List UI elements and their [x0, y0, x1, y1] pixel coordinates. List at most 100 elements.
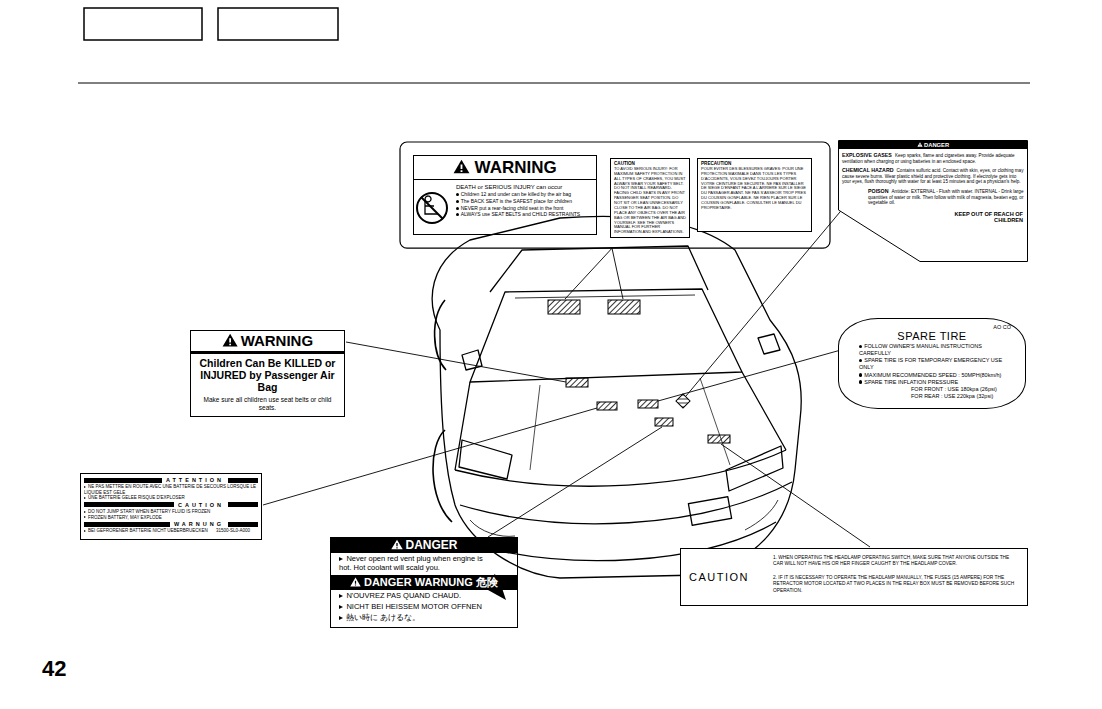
label-text: TO AVOID SERIOUS INJURY: FOR MAXIMUM SAF… — [614, 166, 686, 234]
text-row: EXPLOSIVE GASESKeep sparks, flame and ci… — [838, 151, 1028, 166]
text-row: POUR EVITER DES BLESSURES GRAVES: POUR U… — [701, 167, 808, 211]
car-drawing — [432, 216, 801, 578]
label-text: KEEP OUT OF REACH OF CHILDREN — [954, 211, 1023, 224]
label-text: 熱い時に あけるな。 — [339, 613, 420, 622]
text-row: TO AVOID SERIOUS INJURY: FOR MAXIMUM SAF… — [614, 167, 686, 235]
caution-panel: PRECAUTIONPOUR EVITER DES BLESSURES GRAV… — [697, 158, 812, 232]
rule-line — [78, 83, 1030, 84]
label-heading: DANGER — [391, 538, 458, 552]
label-marker — [655, 418, 673, 426]
text-row: WARNING — [191, 331, 344, 354]
text-row: N'OUVREZ PAS QUAND CHAUD. — [331, 590, 517, 601]
label-text: DO NOT JUMP START WHEN BATTERY FLUID IS … — [84, 509, 210, 514]
label-marker — [638, 400, 658, 408]
license-plate — [688, 497, 731, 526]
label-marker — [608, 300, 640, 314]
label-text: CHEMICAL HAZARD — [842, 167, 894, 173]
side-mirror — [462, 350, 482, 370]
hood-line — [530, 378, 730, 470]
label-text: Make sure all children use seat belts or… — [204, 396, 332, 411]
label-outline — [839, 141, 1028, 262]
text-row: DANGER — [331, 538, 517, 553]
label-heading: DANGER — [917, 142, 949, 148]
label-text: NEVER put a rear-facing child seat in th… — [456, 205, 563, 211]
label-text: Antidote: EXTERNAL - Flush with water. I… — [868, 189, 1023, 205]
header-tab — [84, 8, 202, 40]
airbag-warning-label: WARNINGChildren Can Be KILLED or INJURED… — [190, 330, 345, 417]
text-row: FOR FRONT : USE 180kpa (26psi) — [859, 386, 1005, 393]
windshield-trim — [515, 295, 695, 298]
text-row: CAUTION — [84, 501, 258, 509]
hood-edge — [455, 372, 786, 470]
label-text: FOLLOW OWNER'S MANUAL INSTRUCTIONS CAREF… — [859, 343, 982, 356]
label-text: Never open red vent plug when engine is … — [339, 554, 483, 572]
label-text: MAXIMUM RECOMMENDED SPEED : 50MPH(80km/h… — [859, 372, 1001, 378]
wheel-arch — [433, 430, 452, 522]
caution-panel: CAUTIONTO AVOID SERIOUS INJURY: FOR MAXI… — [610, 158, 690, 238]
no-child-seat-icon — [417, 193, 447, 223]
label-text: DEATH or SERIOUS INJURY can occur — [456, 184, 562, 190]
label-marker — [548, 300, 730, 443]
label-marker — [597, 402, 617, 410]
text-row: DANGER WARNUNG 危険 — [331, 575, 517, 590]
text-row: 1. WHEN OPERATING THE HEADLAMP OPERATING… — [769, 554, 1019, 574]
text-row: Never open red vent plug when engine is … — [331, 553, 517, 573]
label-frame — [400, 142, 830, 248]
text-row: DANGER — [839, 141, 1027, 149]
label-marker — [566, 378, 588, 387]
label-heading: WARNING — [453, 158, 556, 177]
label-text: FOR REAR : USE 220kpa (32psi) — [911, 393, 993, 399]
text-row: AO CO — [859, 324, 1011, 330]
label-text: SPARE TIRE — [897, 330, 966, 342]
label-text: EXPLOSIVE GASES — [842, 152, 892, 158]
label-text: WARNUNG — [174, 520, 224, 528]
label-heading: CAUTION — [614, 161, 635, 166]
label-text: NICHT BEI HEISSEM MOTOR OFFNEN — [339, 602, 482, 611]
label-text: ALWAYS use SEAT BELTS and CHILD RESTRAIN… — [456, 211, 580, 217]
text-row: CAUTION — [689, 571, 769, 583]
text-row: 熱い時に あけるな。 — [331, 612, 517, 623]
label-marker — [676, 394, 690, 408]
no-child-seat-icon — [421, 197, 443, 219]
label-text: POUR EVITER DES BLESSURES GRAVES: POUR U… — [701, 166, 806, 210]
text-row: DO NOT JUMP START WHEN BATTERY FLUID IS … — [84, 509, 258, 515]
label-text: CAUTION — [178, 501, 224, 509]
text-row: BEI GEFRORENER BATTERIE NICHT UEBERBRUEC… — [84, 528, 258, 534]
text-row: ALWAYS use SEAT BELTS and CHILD RESTRAIN… — [414, 211, 596, 218]
leader-line — [612, 248, 623, 299]
windshield — [470, 289, 742, 382]
label-heading: WARNING — [222, 332, 313, 349]
label-text: SPARE TIRE IS FOR TEMPORARY EMERGENCY US… — [859, 357, 1002, 370]
label-text: FOR FRONT : USE 180kpa (26psi) — [911, 386, 997, 392]
no-child-seat-icon — [417, 193, 447, 223]
text-row: SPARE TIRE IS FOR TEMPORARY EMERGENCY US… — [859, 357, 1005, 371]
leader-line — [263, 408, 597, 505]
spare-tire-label: AO COSPARE TIREFOLLOW OWNER'S MANUAL INS… — [838, 318, 1026, 409]
text-row: WARNING — [414, 156, 596, 180]
headlamp-caution-label: CAUTION 1. WHEN OPERATING THE HEADLAMP OP… — [680, 548, 1028, 606]
label-text: The BACK SEAT is the SAFEST place for ch… — [456, 198, 572, 204]
text-row: NE PAS METTRE EN ROUTE AVEC UNE BATTERIE… — [84, 484, 258, 495]
label-text: 1. WHEN OPERATING THE HEADLAMP OPERATING… — [773, 555, 1009, 566]
text-row: The BACK SEAT is the SAFEST place for ch… — [414, 198, 596, 205]
text-row: SPARE TIRE — [859, 330, 1005, 343]
text-row: SPARE TIRE INFLATION PRESSURE — [859, 379, 1005, 386]
label-heading: PRECAUTION — [701, 161, 731, 166]
leader-line — [658, 348, 848, 401]
label-heading: CAUTION — [689, 571, 749, 583]
header-tab — [218, 8, 338, 40]
label-text: UNE BATTERIE GELEE RISQUE D'EXPLOSER — [84, 495, 185, 500]
leader-line — [346, 342, 566, 382]
text-row: KEEP OUT OF REACH OF CHILDREN — [838, 208, 1028, 224]
leader-line — [488, 427, 662, 537]
label-text: SPARE TIRE INFLATION PRESSURE — [859, 379, 958, 385]
leader-line — [263, 200, 870, 547]
air-intake — [470, 500, 778, 536]
text-row: FOLLOW OWNER'S MANUAL INSTRUCTIONS CAREF… — [859, 343, 1005, 357]
leader-line — [721, 444, 870, 547]
label-text: NE PAS METTRE EN ROUTE AVEC UNE BATTERIE… — [84, 484, 256, 495]
text-row: MAXIMUM RECOMMENDED SPEED : 50MPH(80km/h… — [859, 372, 1005, 379]
label-text: Children 12 and under can be killed by t… — [456, 191, 571, 197]
leader-line — [565, 248, 612, 299]
